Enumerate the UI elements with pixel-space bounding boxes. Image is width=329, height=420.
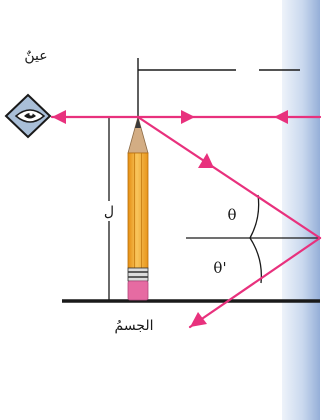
eye-label: عينٌ (24, 48, 47, 64)
ray-arrowheads (52, 110, 288, 327)
arrow-reflected (190, 312, 207, 327)
eye-icon (4, 93, 52, 139)
object-label: الجسمُ (115, 318, 154, 334)
light-rays (50, 115, 322, 329)
arrow-top-ray-middle (181, 110, 195, 124)
length-label: ل (104, 204, 114, 220)
theta-arc (249, 194, 260, 239)
pencil-icon (127, 115, 149, 301)
length-label-backdrop (100, 201, 118, 221)
theta-label: θ (227, 206, 236, 224)
arrow-at-eye (52, 110, 66, 124)
ray-incident (136, 115, 322, 240)
theta-prime-arc (249, 237, 262, 284)
arrow-incident (198, 153, 214, 168)
ray-reflected (188, 236, 322, 329)
arrow-top-ray-right (274, 110, 288, 124)
theta-prime-label: θ' (213, 259, 226, 277)
plane-mirror (282, 0, 320, 420)
